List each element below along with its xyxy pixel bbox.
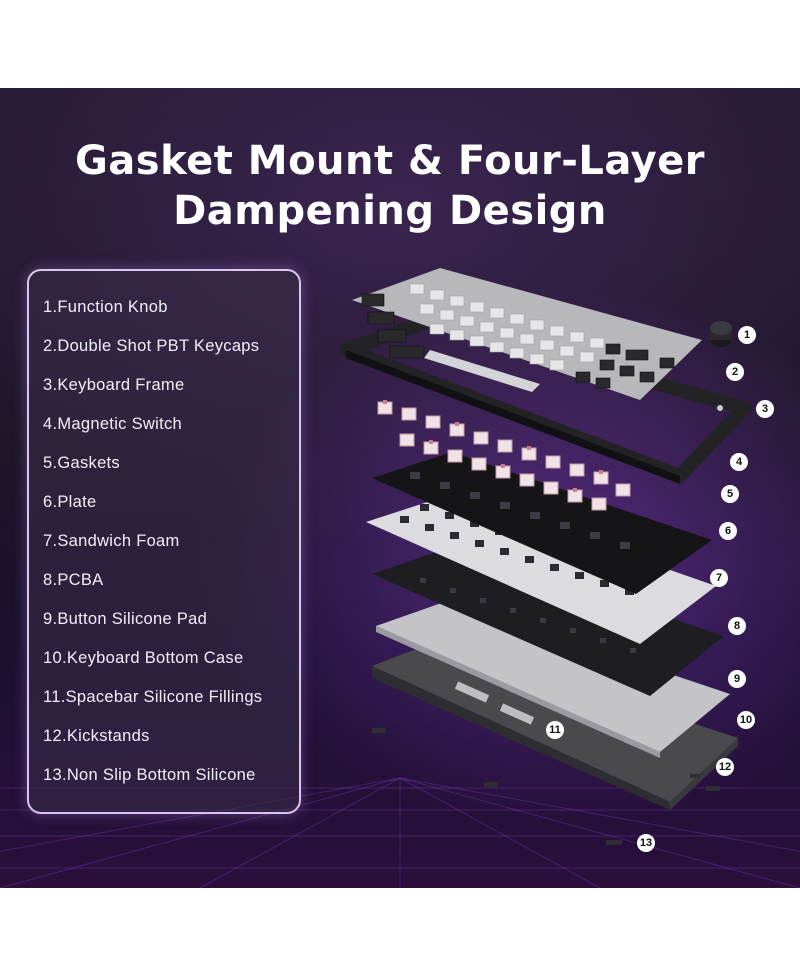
callout-6: 6: [719, 522, 737, 540]
page-title: Gasket Mount & Four-Layer Dampening Desi…: [0, 136, 780, 236]
legend-item: 9.Button Silicone Pad: [43, 610, 208, 628]
callout-1: 1: [738, 326, 756, 344]
title-line-2: Dampening Design: [173, 188, 607, 234]
callout-9: 9: [728, 670, 746, 688]
keycaps: [352, 268, 702, 400]
svg-text:4: 4: [736, 456, 743, 468]
callout-7: 7: [710, 569, 728, 587]
pcba: [376, 600, 730, 758]
svg-text:11: 11: [549, 724, 561, 736]
svg-text:5: 5: [727, 488, 733, 500]
legend-item: 6.Plate: [43, 493, 97, 511]
sandwich-foam: [372, 546, 724, 696]
magnetic-switches: [377, 400, 631, 511]
callout-2: 2: [726, 363, 744, 381]
callout-12: 12: [716, 758, 734, 776]
legend-item: 8.PCBA: [43, 571, 104, 589]
svg-text:9: 9: [734, 673, 740, 685]
parts-legend-panel: 1.Function Knob 2.Double Shot PBT Keycap…: [27, 269, 301, 814]
callout-10: 10: [737, 711, 755, 729]
legend-item: 10.Keyboard Bottom Case: [43, 649, 244, 667]
legend-item: 2.Double Shot PBT Keycaps: [43, 337, 260, 355]
product-poster: Gasket Mount & Four-Layer Dampening Desi…: [0, 88, 800, 888]
legend-item: 13.Non Slip Bottom Silicone: [43, 766, 256, 784]
legend-item: 4.Magnetic Switch: [43, 415, 182, 433]
legend-item: 12.Kickstands: [43, 727, 150, 745]
bottom-silicone: [606, 840, 622, 845]
svg-text:3: 3: [762, 403, 768, 415]
callout-8: 8: [728, 617, 746, 635]
callout-13: 13: [637, 834, 655, 852]
svg-text:8: 8: [734, 620, 740, 632]
kickstands: [372, 728, 720, 791]
callout-11: 11: [546, 721, 564, 739]
svg-text:1: 1: [744, 329, 750, 341]
svg-text:10: 10: [740, 714, 752, 726]
callout-4: 4: [730, 453, 748, 471]
legend-item: 1.Function Knob: [43, 298, 168, 316]
legend-item: 7.Sandwich Foam: [43, 532, 180, 550]
function-knob: [710, 321, 732, 347]
svg-text:2: 2: [732, 366, 738, 378]
callout-3: 3: [756, 400, 774, 418]
svg-text:13: 13: [640, 837, 652, 849]
svg-text:7: 7: [716, 572, 722, 584]
legend-item: 5.Gaskets: [43, 454, 120, 472]
callout-layer: 1 2 3 4 5 6 7 8 9 10 11 12 13: [546, 326, 774, 852]
gaskets: [372, 452, 712, 594]
title-line-1: Gasket Mount & Four-Layer: [74, 138, 706, 184]
legend-item: 3.Keyboard Frame: [43, 376, 185, 394]
legend-item: 11.Spacebar Silicone Fillings: [43, 688, 263, 706]
svg-text:6: 6: [725, 525, 731, 537]
callout-5: 5: [721, 485, 739, 503]
svg-text:12: 12: [719, 761, 731, 773]
